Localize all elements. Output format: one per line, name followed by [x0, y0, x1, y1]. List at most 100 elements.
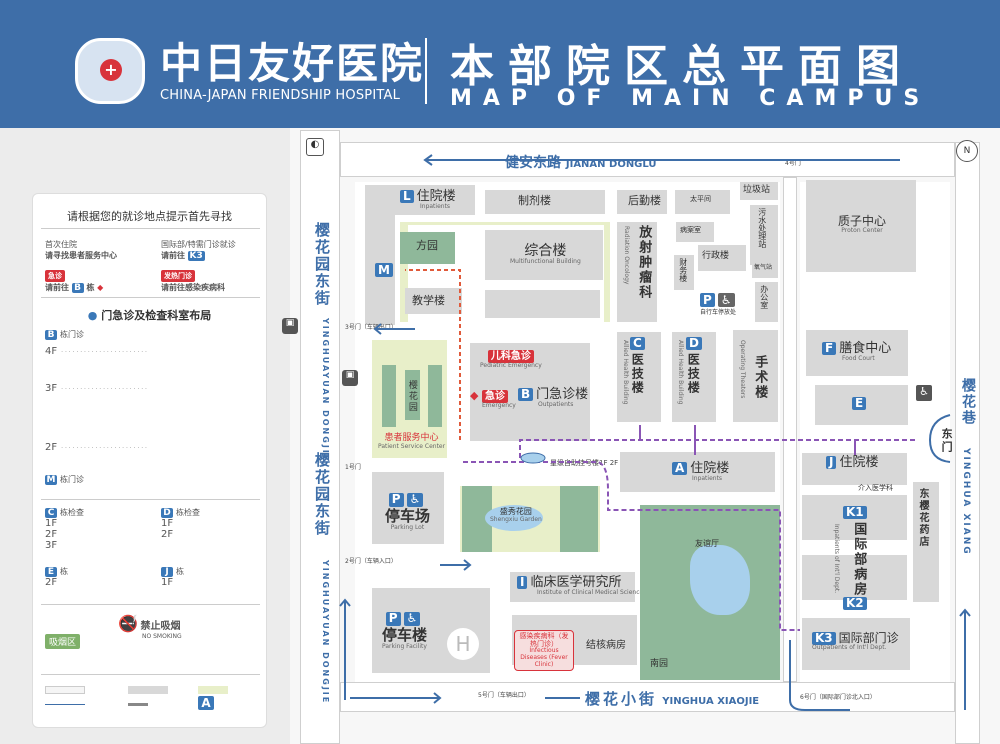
interv-label: 介入医学科: [858, 484, 893, 492]
legend-building-key: A: [198, 696, 217, 710]
building-proton: [806, 180, 916, 272]
garbage-label: 垃圾站: [743, 185, 771, 195]
bike-parking: P♿自行车停放处: [700, 292, 737, 316]
nanyuan-label: 南园: [650, 659, 669, 669]
hospital-name-cn: 中日友好医院: [160, 39, 425, 88]
building-radiation: [617, 222, 657, 322]
finance-label: 财务楼: [678, 258, 688, 282]
yinghuayuan-label: 樱花园: [406, 380, 417, 413]
building-finance: [674, 255, 694, 290]
accessible-icon: ♿: [916, 385, 932, 401]
compass-north-icon: N: [956, 140, 978, 162]
admin-label: 行政楼: [702, 251, 730, 261]
gate-2-label: 2号门（车辆入口）: [345, 558, 397, 565]
divider: [41, 297, 260, 298]
building-sewage: [750, 205, 778, 265]
map-title-en: MAP OF MAIN CAMPUS: [450, 86, 931, 111]
garden-bed: [382, 365, 396, 427]
parking-lot: [372, 472, 444, 544]
building-I: [510, 572, 635, 602]
legend-arrow-direction: [45, 704, 85, 705]
west-street-label-cn: 樱花园东街: [313, 222, 331, 307]
pharmacy-label: 东樱花药店: [917, 488, 928, 548]
building-J: [802, 453, 907, 485]
pharm-label: 制剂楼: [518, 194, 551, 207]
building-A: [620, 452, 775, 492]
first-visit-tip: 首次住院请寻找患者服务中心: [45, 240, 117, 260]
shuttle-icon: [520, 452, 546, 464]
blue-arrow-north-road: [423, 154, 900, 166]
purple-route-main: [519, 439, 915, 458]
building-M-tag: M: [375, 262, 396, 277]
hospital-logo: +: [75, 38, 145, 104]
building-oxygen: [752, 260, 778, 278]
fangyuan-garden: [400, 232, 455, 264]
garden-bed: [560, 486, 598, 552]
map-title-cn: 本部院区总平面图: [450, 41, 914, 92]
building-multi-south: [485, 290, 600, 318]
blue-arrow-east-gate: [928, 414, 951, 463]
blue-arrow-k3: [789, 640, 850, 711]
building-K2: [802, 555, 907, 600]
sewage-label: 污水处理站: [757, 208, 767, 248]
fever-tip: 发热门诊请前往感染疾病科: [161, 270, 225, 292]
blue-arrow-parking: [440, 559, 472, 571]
gate-5-label: 5号门（车辆出口）: [478, 692, 530, 699]
lake: [690, 545, 750, 615]
intl-tip: 国际部/特需门诊就诊请前往 K3: [161, 240, 236, 261]
gate-3-label: 3号门（车辆出口）: [345, 324, 397, 331]
radiation-label: 放射肿瘤科: [636, 225, 652, 300]
fangyuan-label: 方园: [416, 239, 438, 252]
smoking-area-tag: 吸烟区: [45, 634, 81, 649]
building-pharm: [485, 190, 605, 214]
morgue-label: 太平间: [690, 195, 711, 203]
building-C-label-en: Allied Health Building: [622, 340, 629, 405]
bus-stop-icon: ▣: [282, 318, 298, 334]
building-teaching: [405, 288, 462, 314]
legend-panel: 请根据您的就诊地点提示首先寻找 首次住院请寻找患者服务中心 国际部/特需门诊就诊…: [32, 193, 267, 728]
west-street-label-en: YINGHUAYUAN DONGJIE: [321, 318, 330, 463]
teaching-label: 教学楼: [412, 294, 445, 307]
building-office: [755, 282, 778, 322]
office-label: 办公室: [759, 285, 769, 309]
purple-route-south: [463, 461, 800, 631]
hospital-name-en: CHINA-JAPAN FRIENDSHIP HOSPITAL: [160, 88, 401, 103]
building-admin: [698, 245, 746, 271]
surgery-label-en: Operating Theaters: [739, 340, 746, 399]
building-records: [676, 222, 714, 242]
legend-entrance-mark: [128, 703, 148, 706]
header: + 中日友好医院 CHINA-JAPAN FRIENDSHIP HOSPITAL…: [0, 0, 1000, 128]
blue-arrow-west-street: [339, 598, 351, 700]
records-label: 病案室: [680, 226, 701, 234]
building-morgue: [675, 190, 730, 214]
surgery-label: 手术楼: [752, 355, 768, 400]
header-divider: [425, 38, 427, 104]
radiation-label-en: Radiation Oncology: [623, 226, 630, 285]
divider: [41, 674, 260, 675]
legend-title: 请根据您的就诊地点提示首先寻找: [67, 210, 232, 223]
pavilion-label: 友谊厅: [695, 539, 719, 548]
tb-label: 结核病房: [586, 640, 626, 651]
building-surgery: [733, 330, 778, 422]
building-E-label: E: [852, 396, 869, 411]
divider: [41, 228, 260, 229]
divider: [41, 604, 260, 605]
legend-swatch-building: [128, 686, 168, 694]
